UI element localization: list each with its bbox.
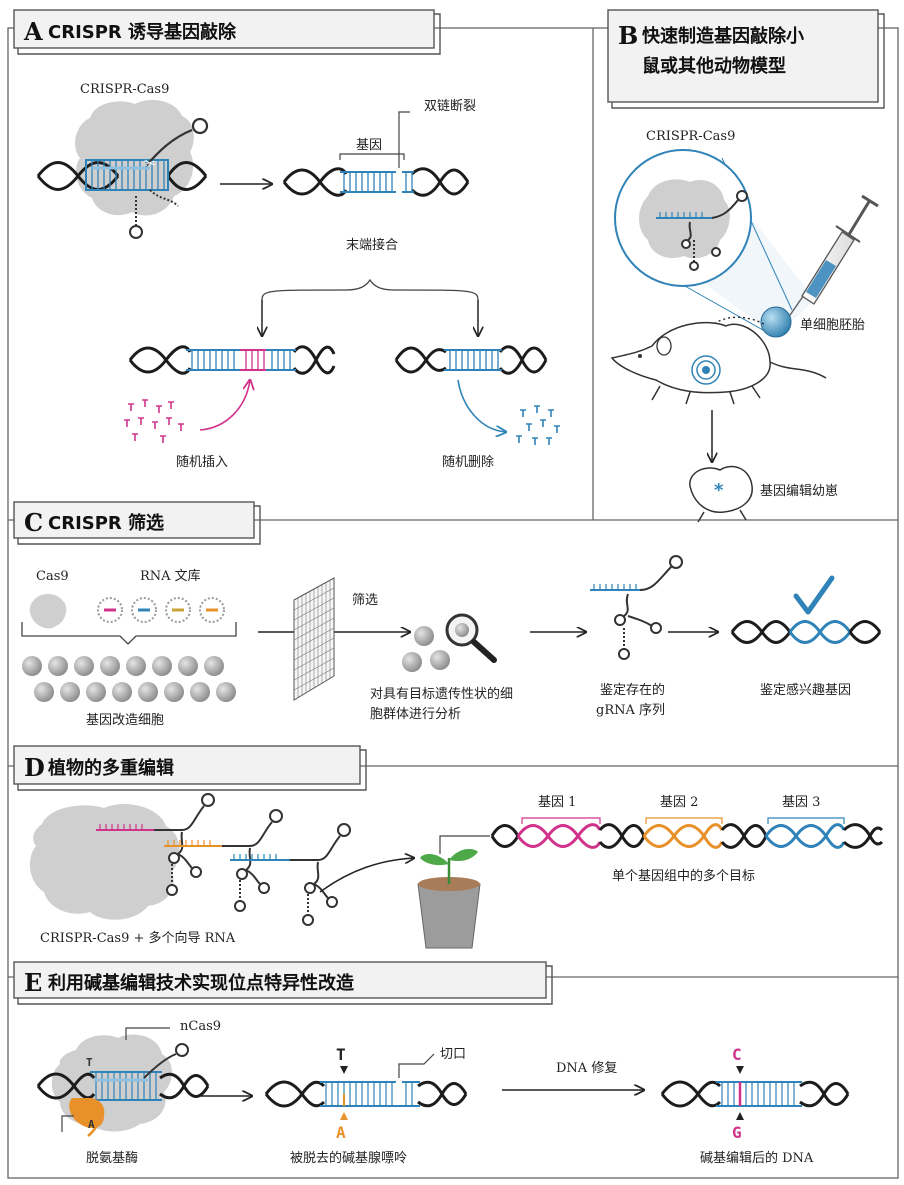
panel-e-base-T: T bbox=[336, 1045, 346, 1064]
panel-a: A CRISPR 诱导基因敲除 CRISPR-Cas9 bbox=[13, 9, 560, 470]
panel-d-genome-dna bbox=[490, 823, 884, 849]
magnifier-icon bbox=[445, 613, 497, 663]
panel-e-ncas9-label: nCas9 bbox=[180, 1019, 221, 1034]
panel-d-targets-label: 单个基因组中的多个目标 bbox=[612, 868, 755, 884]
panel-d-cas9-protein bbox=[29, 804, 180, 920]
panel-e-repair-label: DNA 修复 bbox=[556, 1061, 617, 1076]
panel-c-library-label: RNA 文库 bbox=[140, 568, 201, 584]
panel-a-deletion-label: 随机删除 bbox=[442, 455, 494, 470]
panel-a-deleted-nucleotides bbox=[516, 405, 560, 445]
panel-d-gene1-label: 基因 1 bbox=[538, 795, 576, 810]
mouse-icon bbox=[610, 321, 827, 405]
scissors-icon: ✂ bbox=[144, 156, 156, 172]
panel-d-letter: D bbox=[24, 753, 45, 782]
panel-e-dna-nicked bbox=[264, 1080, 468, 1108]
panel-c-grna-line1: 鉴定存在的 bbox=[600, 682, 665, 698]
panel-e: E 利用碱基编辑技术实现位点特异性改造 nCas9 bbox=[13, 961, 850, 1166]
panel-d-guide-magenta bbox=[96, 793, 215, 896]
panel-c-screen-mesh bbox=[293, 577, 335, 701]
panel-a-dna-insertion bbox=[128, 345, 336, 375]
panel-c-screen-label: 筛选 bbox=[352, 593, 378, 608]
panel-b: B 快速制造基因敲除小 鼠或其他动物模型 CRISPR-Cas9 bbox=[607, 9, 885, 523]
panel-e-small-T: T bbox=[86, 1056, 93, 1069]
panel-c-modified-cells bbox=[22, 656, 236, 702]
panel-c-target-dna bbox=[730, 620, 882, 644]
panel-a-dna-with-cas9 bbox=[36, 159, 208, 191]
panel-e-edited-label: 碱基编辑后的 DNA bbox=[700, 1150, 814, 1166]
checkmark-icon bbox=[793, 575, 835, 615]
panel-e-letter: E bbox=[24, 968, 42, 997]
panel-d-header: D 植物的多重编辑 bbox=[13, 745, 367, 791]
panel-e-title: 利用碱基编辑技术实现位点特异性改造 bbox=[48, 972, 354, 994]
panel-a-letter: A bbox=[23, 17, 43, 46]
panel-c-analyze-line2: 胞群体进行分析 bbox=[370, 707, 461, 722]
panel-e-deaminated-label: 被脱去的碱基腺嘌呤 bbox=[290, 1150, 407, 1166]
panel-a-header: A CRISPR 诱导基因敲除 bbox=[13, 9, 441, 55]
panel-d: D 植物的多重编辑 bbox=[13, 745, 884, 949]
panel-e-deaminase-label: 脱氨基酶 bbox=[86, 1150, 138, 1166]
panel-a-title: CRISPR 诱导基因敲除 bbox=[48, 21, 237, 43]
panel-d-gene2-label: 基因 2 bbox=[660, 795, 698, 810]
panel-c-title: CRISPR 筛选 bbox=[48, 512, 164, 534]
pup-icon: * bbox=[689, 465, 753, 523]
panel-b-embryo-label: 单细胞胚胎 bbox=[800, 318, 865, 333]
panel-c-gene-label: 鉴定感兴趣基因 bbox=[760, 682, 851, 698]
svg-text:*: * bbox=[714, 480, 724, 501]
panel-e-base-C: C bbox=[732, 1045, 742, 1064]
panel-e-nick-label: 切口 bbox=[440, 1047, 466, 1062]
panel-a-guide-loop bbox=[191, 117, 209, 135]
panel-a-inserted-nucleotides bbox=[124, 399, 184, 443]
panel-c-cells-label: 基因改造细胞 bbox=[86, 713, 164, 728]
plant-pot-icon bbox=[417, 849, 481, 949]
panel-a-insertion-label: 随机插入 bbox=[176, 455, 228, 470]
panel-e-small-A: A bbox=[88, 1118, 95, 1131]
panel-c-cas9-protein bbox=[29, 594, 67, 629]
panel-c-grna bbox=[590, 555, 683, 660]
panel-c-bracket bbox=[21, 622, 237, 645]
panel-d-title: 植物的多重编辑 bbox=[48, 757, 174, 779]
panel-b-header: B 快速制造基因敲除小 鼠或其他动物模型 bbox=[607, 9, 885, 109]
panel-b-cas9-label: CRISPR-Cas9 bbox=[646, 129, 735, 144]
panel-d-guide-orange bbox=[164, 809, 283, 912]
panel-c-cas9-label: Cas9 bbox=[36, 569, 69, 584]
panel-e-header: E 利用碱基编辑技术实现位点特异性改造 bbox=[13, 961, 553, 1005]
panel-c-rna-library bbox=[97, 597, 225, 623]
panel-a-gene-bracket bbox=[339, 153, 405, 160]
panel-a-dna-break bbox=[282, 167, 470, 197]
syringe-icon bbox=[787, 194, 879, 319]
panel-c-grna-line2: gRNA 序列 bbox=[596, 703, 665, 718]
panel-c-analyze-line1: 对具有目标遗传性状的细 bbox=[370, 686, 513, 702]
panel-a-dsb-label: 双链断裂 bbox=[424, 99, 476, 114]
panel-c-selected-cells bbox=[402, 626, 450, 672]
panel-b-pup-label: 基因编辑幼崽 bbox=[760, 484, 838, 499]
panel-a-brace bbox=[261, 278, 479, 301]
panel-c-letter: C bbox=[24, 508, 43, 537]
panel-e-base-A: A bbox=[336, 1123, 346, 1142]
panel-d-gene3-label: 基因 3 bbox=[782, 795, 820, 810]
panel-b-title-line2: 鼠或其他动物模型 bbox=[642, 55, 786, 77]
panel-a-cas9-label: CRISPR-Cas9 bbox=[80, 82, 169, 97]
panel-e-dna-edited bbox=[660, 1080, 850, 1108]
panel-c-header: C CRISPR 筛选 bbox=[13, 501, 261, 545]
panel-b-title-line1: 快速制造基因敲除小 bbox=[642, 25, 804, 47]
panel-d-guide-blue bbox=[230, 823, 351, 926]
panel-a-nhej-label: 末端接合 bbox=[346, 237, 398, 253]
panel-a-dsb-leader bbox=[398, 111, 410, 168]
panel-a-gene-label: 基因 bbox=[356, 138, 382, 153]
panel-c: C CRISPR 筛选 Cas9 RNA 文库 基因改造细胞 bbox=[13, 501, 882, 728]
panel-d-guides-label: CRISPR-Cas9 + 多个向导 RNA bbox=[40, 930, 236, 946]
panel-b-letter: B bbox=[618, 21, 638, 50]
panel-a-cas9-protein bbox=[75, 100, 194, 216]
panel-a-dna-deletion bbox=[394, 345, 548, 375]
panel-b-embryo bbox=[760, 306, 792, 338]
panel-e-base-G: G bbox=[732, 1123, 742, 1142]
panel-a-guide-rna bbox=[145, 128, 193, 167]
